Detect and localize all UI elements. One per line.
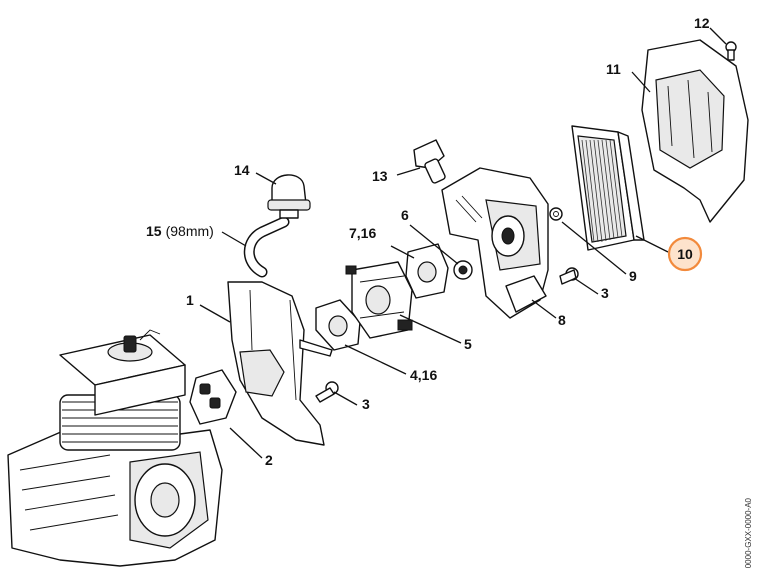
part-1-manifold — [227, 281, 333, 446]
drawing-code: 0000-GXX-0000-A0 — [744, 497, 753, 568]
part-3-screw-upper — [559, 267, 579, 285]
part-12-screw — [725, 41, 737, 61]
label-part-3-upper: 3 — [601, 285, 609, 301]
label-part-2: 2 — [265, 452, 273, 468]
label-part-10[interactable]: 10 — [677, 246, 693, 262]
leader-lines — [199, 27, 727, 459]
part-5-carburetor — [345, 261, 413, 339]
part-labels: 1 2 3 3 4,16 5 6 7,16 8 9 10 11 12 13 14… — [146, 15, 710, 468]
part-11-filter-cover — [641, 39, 749, 223]
label-part-5: 5 — [464, 336, 472, 352]
highlight-badge-10[interactable] — [667, 236, 703, 272]
part-13-choke-knob — [413, 139, 446, 184]
part-3-screw-lower — [315, 381, 339, 403]
label-part-11: 11 — [606, 61, 621, 77]
part-8-filter-base — [441, 167, 549, 319]
part-9-washer — [549, 207, 563, 221]
label-part-1: 1 — [186, 292, 194, 308]
label-part-14: 14 — [234, 162, 250, 178]
label-part-6: 6 — [401, 207, 409, 223]
label-part-7-16: 7,16 — [349, 225, 376, 241]
part-14-primer-bulb — [267, 174, 311, 219]
label-part-9: 9 — [629, 268, 637, 284]
part-4-gasket — [315, 299, 361, 351]
part-15-hose — [243, 216, 290, 278]
label-part-15-number: 15 — [146, 223, 162, 239]
engine-block — [7, 329, 223, 567]
part-2-spacer — [189, 369, 237, 425]
label-part-15: 15(98mm) — [146, 223, 214, 239]
label-part-13: 13 — [372, 168, 388, 184]
part-6-grommet — [453, 260, 473, 280]
part-7-gasket — [405, 243, 449, 299]
label-part-12: 12 — [694, 15, 710, 31]
label-part-8: 8 — [558, 312, 566, 328]
label-part-3-lower: 3 — [362, 396, 370, 412]
part-10-air-filter — [571, 125, 645, 251]
label-part-15-length: (98mm) — [166, 223, 214, 239]
label-part-4-16: 4,16 — [410, 367, 437, 383]
